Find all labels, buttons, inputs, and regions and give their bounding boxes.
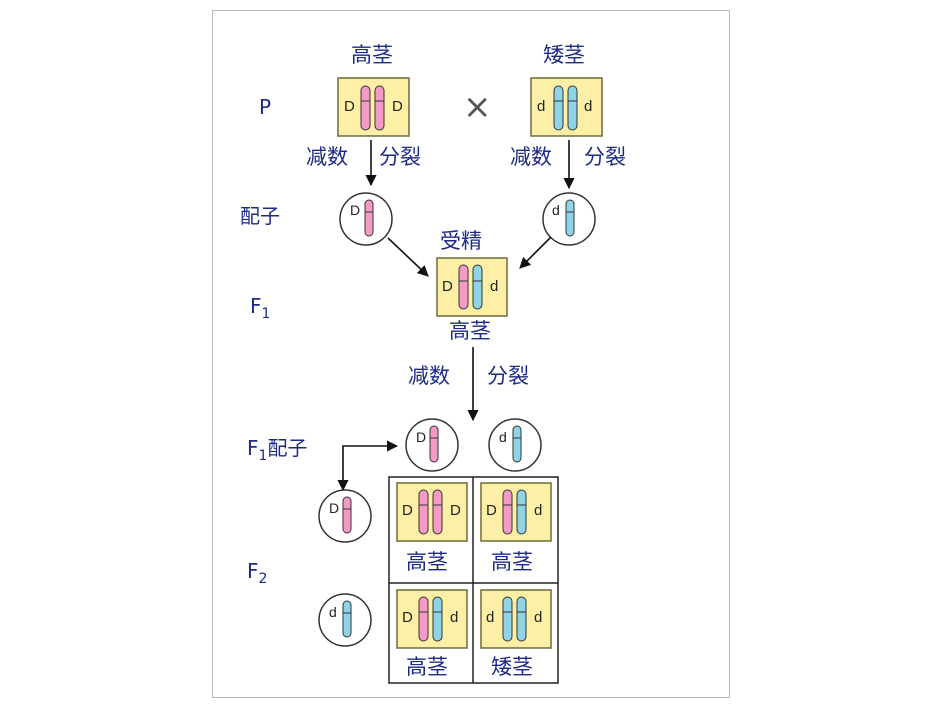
f2-cell-dd-hetero: D d xyxy=(480,482,552,542)
meiosis-f1-text-2: 分裂 xyxy=(487,364,529,388)
svg-text:D: D xyxy=(442,278,453,295)
meiosis-right-text-1: 减数 xyxy=(510,145,552,169)
fertilization-label: 受精 xyxy=(440,229,482,253)
meiosis-f1-text-1: 减数 xyxy=(408,364,450,388)
f1-cell: D d xyxy=(436,257,508,317)
chromosome-recessive xyxy=(567,85,578,131)
svg-text:D: D xyxy=(416,429,426,445)
meiosis-left-text-1: 减数 xyxy=(306,145,348,169)
f2-cell-dd: D D xyxy=(396,482,468,542)
allele-label: D xyxy=(392,98,403,115)
meiosis-right-text-2: 分裂 xyxy=(584,145,626,169)
f1-phenotype-label: 高茎 xyxy=(449,319,491,343)
f2-phenotype-label: 高茎 xyxy=(406,655,448,679)
parent-short-cell: d d xyxy=(530,77,603,137)
f2-phenotype-label: 高茎 xyxy=(491,550,533,574)
f2-cell-dd-recessive: d d xyxy=(480,589,552,649)
svg-text:d: d xyxy=(486,609,494,626)
chromosome-recessive xyxy=(553,85,564,131)
cross-symbol: × xyxy=(463,87,492,127)
svg-text:D: D xyxy=(402,609,413,626)
f2-phenotype-label: 高茎 xyxy=(406,550,448,574)
gamete-circle: D xyxy=(339,192,393,246)
generation-f1-gamete-label: F1配子 xyxy=(247,436,308,464)
gamete-circle: D xyxy=(405,418,459,472)
svg-text:d: d xyxy=(450,609,458,626)
svg-text:d: d xyxy=(490,278,498,295)
gamete-circle: D xyxy=(318,489,372,543)
generation-gamete-label: 配子 xyxy=(240,204,280,228)
gamete-circle: d xyxy=(542,192,596,246)
generation-p-label: P xyxy=(259,95,272,119)
svg-text:d: d xyxy=(534,502,542,519)
svg-text:D: D xyxy=(329,500,339,516)
arrow xyxy=(337,440,399,492)
allele-label: D xyxy=(344,98,355,115)
parent-tall-cell: D D xyxy=(337,77,410,137)
f2-cell-dd-hetero: D d xyxy=(396,589,468,649)
parent-short-label: 矮茎 xyxy=(543,43,585,67)
svg-text:D: D xyxy=(350,202,360,218)
generation-f1-label: F1 xyxy=(250,294,271,322)
generation-f2-label: F2 xyxy=(247,559,268,587)
arrow xyxy=(387,237,429,277)
allele-label: d xyxy=(537,98,545,115)
svg-text:d: d xyxy=(499,429,507,445)
meiosis-left-text-2: 分裂 xyxy=(379,145,421,169)
svg-text:d: d xyxy=(552,202,560,218)
gamete-circle: d xyxy=(488,418,542,472)
svg-text:D: D xyxy=(402,502,413,519)
arrow xyxy=(519,236,552,269)
chromosome-dominant xyxy=(374,85,385,131)
parent-tall-label: 高茎 xyxy=(351,43,393,67)
svg-text:D: D xyxy=(450,502,461,519)
svg-text:d: d xyxy=(329,604,337,620)
allele-label: d xyxy=(584,98,592,115)
svg-text:d: d xyxy=(534,609,542,626)
chromosome-dominant xyxy=(360,85,371,131)
svg-text:D: D xyxy=(486,502,497,519)
f2-phenotype-label: 矮茎 xyxy=(491,655,533,679)
gamete-circle: d xyxy=(318,593,372,647)
